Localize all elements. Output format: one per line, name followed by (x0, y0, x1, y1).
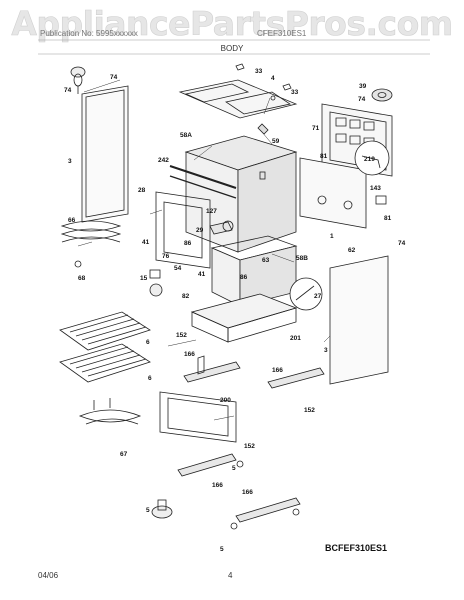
header-publication: Publication No: 5995xxxxxx (40, 29, 138, 38)
part-6-oven-rack-lower (59, 343, 151, 383)
callout: 3 (324, 347, 328, 354)
callout: 74 (358, 96, 366, 103)
callout: 33 (255, 68, 263, 75)
callout: 67 (120, 451, 128, 458)
callout: 28 (138, 187, 146, 194)
callout: 68 (78, 275, 86, 282)
callout: 127 (206, 208, 217, 215)
callout: 6 (148, 375, 152, 382)
part-66-broil-element (60, 220, 122, 243)
part-5-screw-a (230, 522, 238, 530)
part-166-rail-right (267, 367, 325, 389)
part-200-drawer-frame (159, 391, 237, 443)
callout: 166 (242, 489, 253, 496)
part-166-rail-left (183, 361, 241, 383)
callout: 152 (244, 443, 255, 450)
part-242-rod-lower (169, 175, 237, 199)
part-29-latch (209, 220, 234, 235)
callout: 41 (142, 239, 150, 246)
callout: 219 (364, 156, 375, 163)
part-39-terminal-block (371, 88, 393, 102)
part-59-sensor (257, 123, 269, 135)
part-4-top-panel (178, 79, 298, 119)
callout: 58A (180, 132, 192, 139)
part-33-clips (235, 63, 292, 91)
section-title: BODY (220, 44, 244, 53)
part-27-detail-circle (289, 277, 323, 311)
callout: 166 (212, 482, 223, 489)
part-bottom-frame (190, 293, 298, 343)
part-3-left-side-panel (81, 85, 129, 223)
callout: 82 (182, 293, 190, 300)
callout: 74 (110, 74, 118, 81)
callout: 152 (176, 332, 187, 339)
part-5-leveling-leg (151, 499, 173, 519)
callout: 74 (64, 87, 72, 94)
part-166-bracket (197, 355, 205, 375)
callout: 3 (68, 158, 72, 165)
callout: 29 (196, 227, 204, 234)
part-3-right-side-panel (329, 255, 389, 385)
callout: 201 (290, 335, 301, 342)
callout: 71 (312, 125, 320, 132)
callout: 59 (272, 138, 280, 145)
callout: 1 (330, 233, 334, 240)
part-28-front-frame (155, 191, 211, 269)
footer-date: 04/06 (38, 571, 59, 580)
part-74-knob (70, 66, 86, 94)
callout: 63 (262, 257, 270, 264)
callout: 5 (232, 465, 236, 472)
part-219-detail-circle (354, 140, 390, 176)
callout-labels: 74 74 33 4 33 39 74 58A 59 71 3 242 81 2… (64, 68, 406, 553)
callout: 81 (320, 153, 328, 160)
callout: 66 (68, 217, 76, 224)
callout: 143 (370, 185, 381, 192)
callout: 58B (296, 255, 308, 262)
callout: 6 (146, 339, 150, 346)
callout: 39 (359, 83, 367, 90)
callout: 5 (220, 546, 224, 553)
part-5-screw-c (292, 508, 300, 516)
callout: 62 (348, 247, 356, 254)
part-5-screw-b (236, 460, 244, 468)
part-15-light (149, 269, 163, 297)
part-67-bake-element (78, 398, 142, 425)
callout: 200 (220, 397, 231, 404)
part-242-rod (169, 165, 237, 189)
callout: 33 (291, 89, 299, 96)
callout: 5 (146, 507, 150, 514)
callout: 4 (271, 75, 275, 82)
callout: 86 (184, 240, 192, 247)
header-model: CFEF310ES1 (257, 29, 307, 38)
callout: 27 (314, 293, 322, 300)
callout: 74 (398, 240, 406, 247)
callout: 166 (184, 351, 195, 358)
callout: 76 (162, 253, 170, 260)
callout: 242 (158, 157, 169, 164)
callout: 152 (304, 407, 315, 414)
watermark: AppliancePartsPros.com (11, 4, 453, 44)
footer-page-number: 4 (228, 571, 233, 580)
callout: 15 (140, 275, 148, 282)
part-166-lower-rail-b (235, 497, 301, 523)
part-81-bracket-b (375, 195, 387, 205)
callout: 54 (174, 265, 182, 272)
callout: 81 (384, 215, 392, 222)
part-68-screw (74, 260, 82, 268)
part-6-oven-rack-upper (59, 311, 151, 351)
callout: 41 (198, 271, 206, 278)
callout: 86 (240, 274, 248, 281)
callout: 166 (272, 367, 283, 374)
part-81-control-bracket (299, 157, 367, 229)
part-166-lower-rail-a (177, 453, 237, 477)
diagram-code: BCFEF310ES1 (325, 543, 388, 553)
